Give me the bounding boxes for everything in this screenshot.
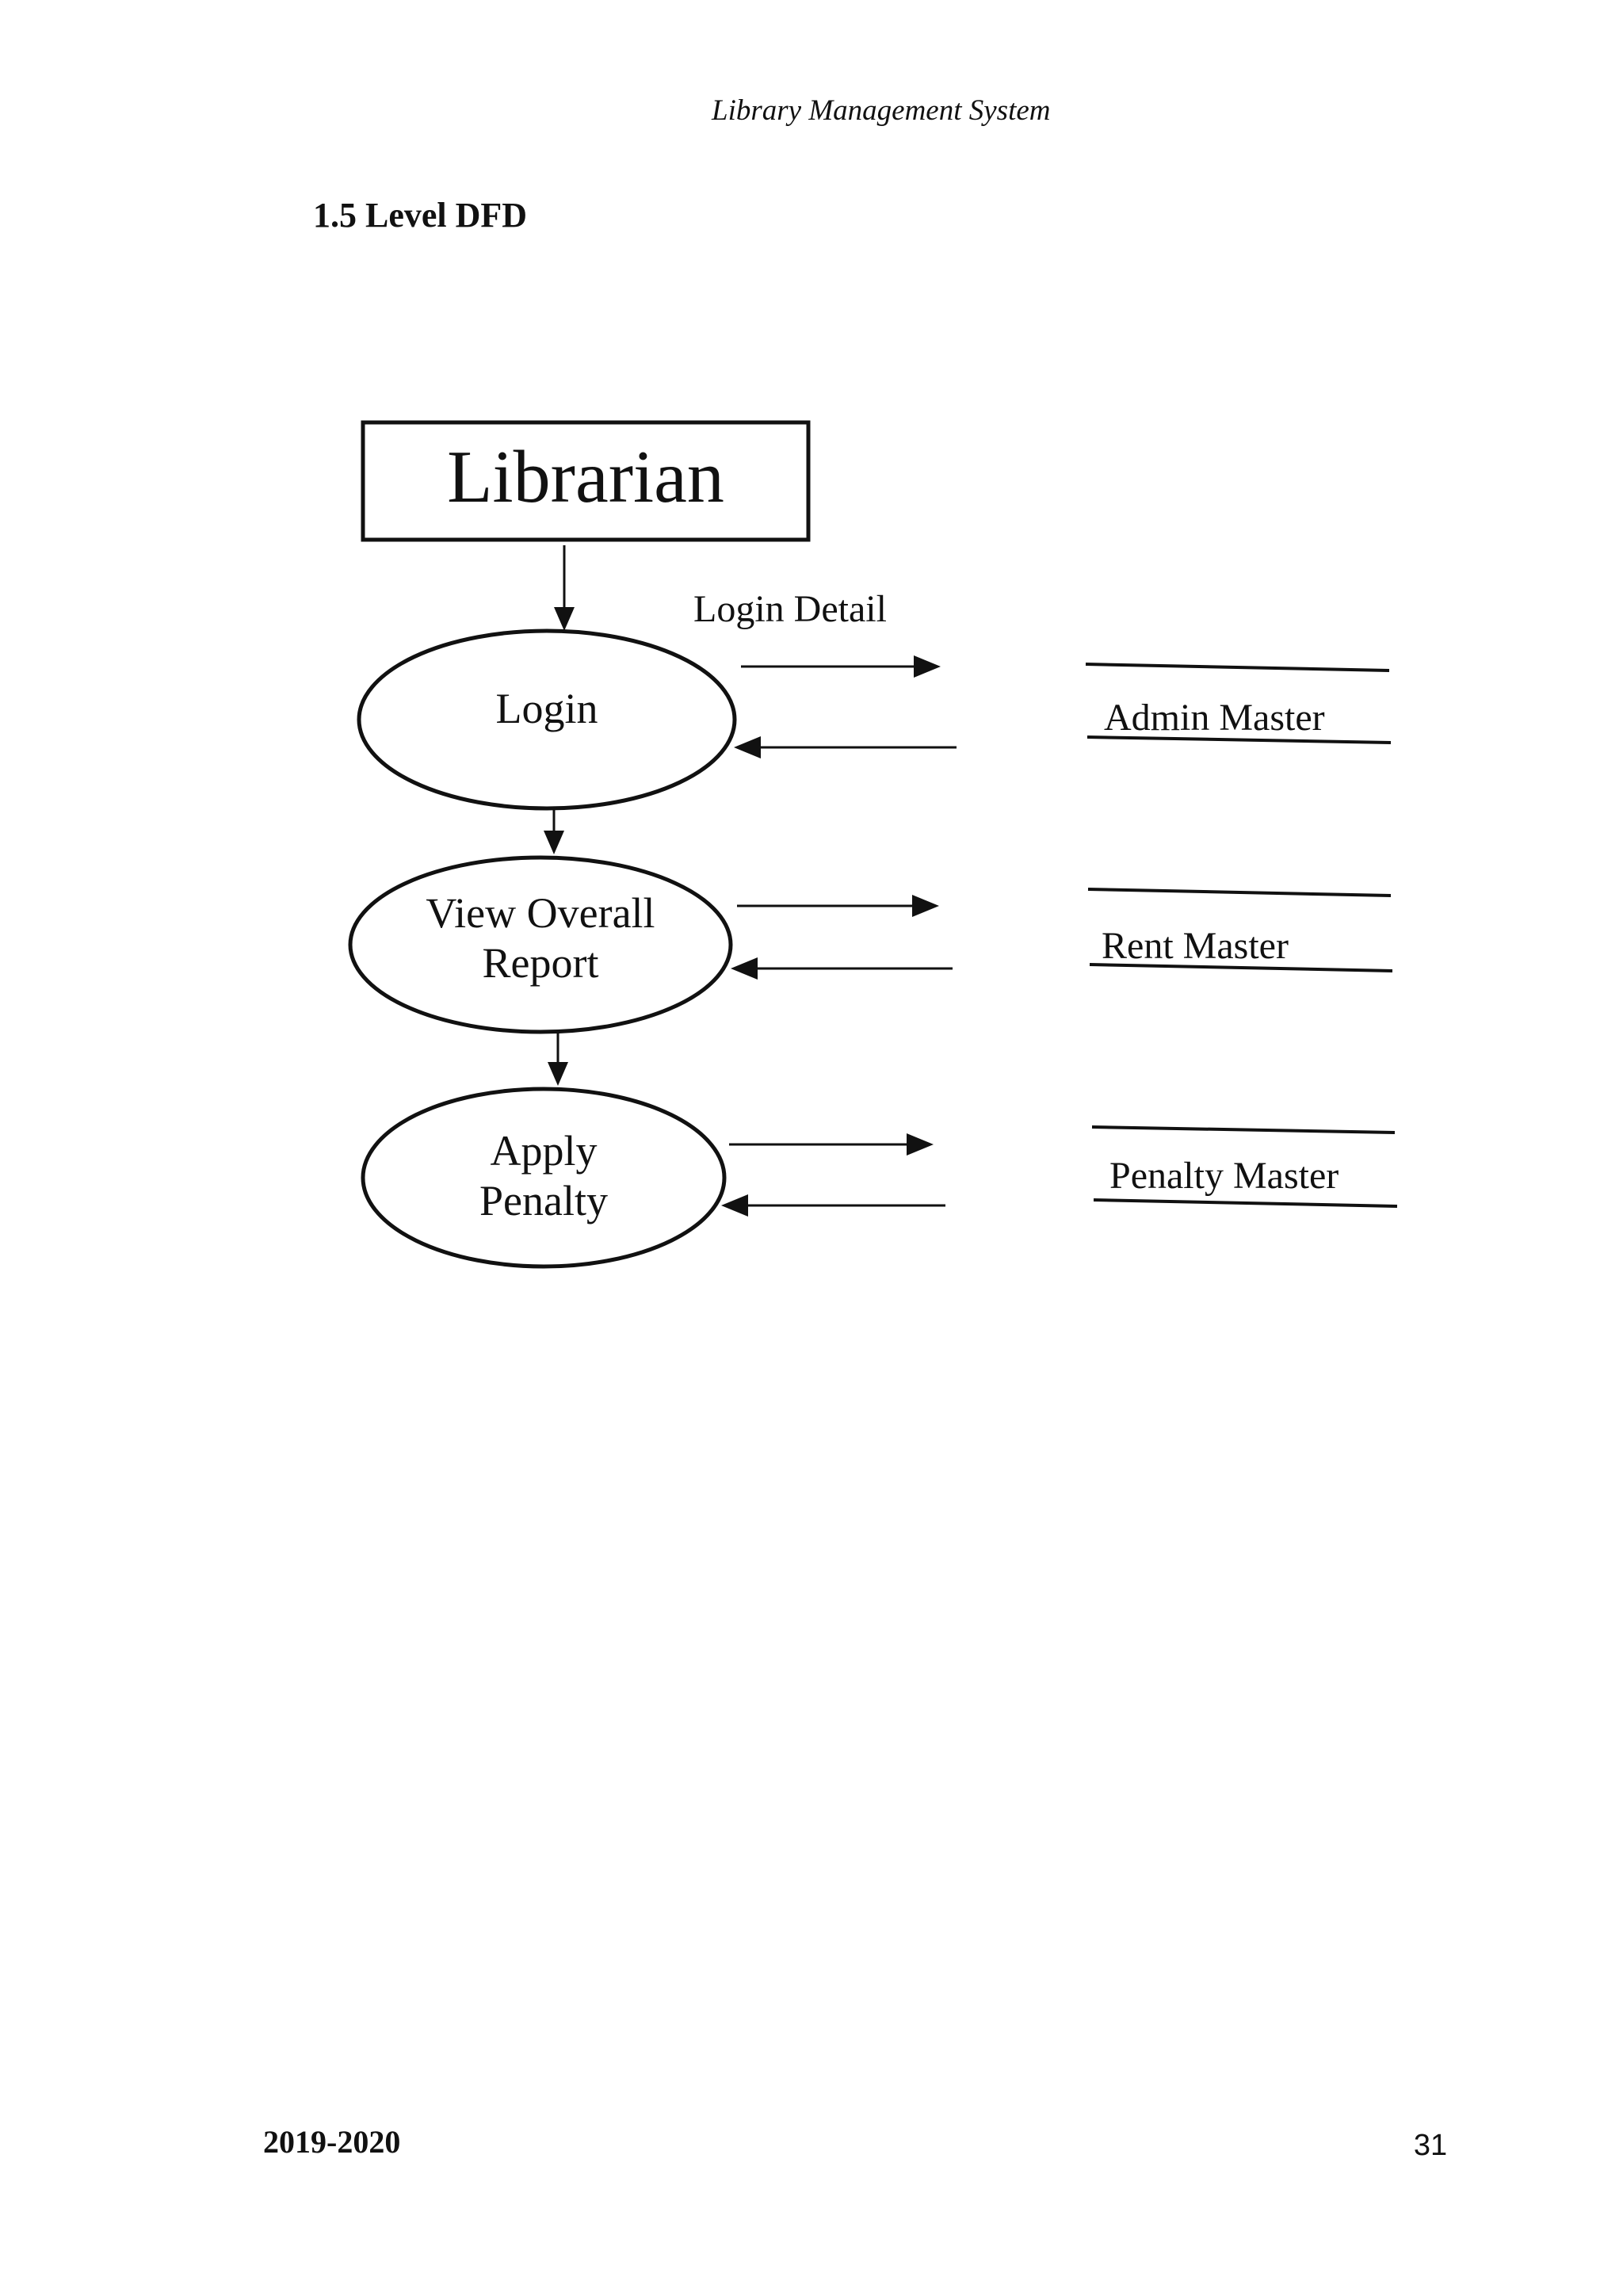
arrowhead-left-icon (721, 1194, 748, 1217)
flow-arrow-rent-master-to-report (731, 957, 953, 980)
flow-arrow-entity-to-login (554, 545, 575, 631)
arrowhead-down-icon (544, 831, 564, 854)
arrowhead-left-icon (731, 957, 758, 980)
section-heading: 1.5 Level DFD (313, 196, 528, 235)
arrowhead-down-icon (548, 1062, 568, 1086)
arrowhead-left-icon (734, 736, 761, 758)
flow-arrow-admin-master-to-login (734, 736, 957, 758)
flow-arrow-login-to-report (544, 808, 564, 854)
process-label-login: Login (359, 620, 735, 797)
process-ellipse-view-overall-report (348, 855, 733, 1034)
external-entity-label: Librarian (447, 436, 724, 518)
data-store-penalty-top-line (1091, 1125, 1396, 1134)
arrowhead-right-icon (912, 895, 939, 917)
process-ellipse-apply-penalty (361, 1087, 727, 1269)
external-entity-box (361, 420, 811, 542)
flow-arrow-penalty-master-to-penalty (721, 1194, 945, 1217)
process-label-line: Penalty (479, 1177, 608, 1224)
flow-arrow-report-to-penalty (548, 1032, 568, 1086)
process-label-line: Report (482, 939, 599, 987)
data-store-label-penalty-master: Penalty Master (1109, 1155, 1339, 1197)
data-store-rent-bottom-line (1089, 963, 1393, 972)
process-label-line: Login (495, 684, 598, 732)
arrowhead-down-icon (554, 607, 575, 631)
process-label-line: View Overall (426, 889, 655, 938)
page-header-title: Library Management System (712, 94, 1051, 127)
process-label-view-overall-report: View Overall Report (350, 851, 731, 1026)
data-store-penalty-bottom-line (1093, 1198, 1398, 1208)
data-store-label-rent-master: Rent Master (1102, 925, 1289, 967)
flow-arrow-penalty-to-penalty-master (729, 1133, 934, 1156)
process-label-line: Apply (490, 1127, 598, 1175)
data-store-rent-top-line (1087, 888, 1392, 897)
process-ellipse-login (357, 628, 737, 811)
arrowhead-right-icon (914, 655, 941, 678)
process-label-apply-penalty: Apply Penalty (363, 1087, 724, 1265)
arrowhead-right-icon (907, 1133, 934, 1156)
data-store-admin-bottom-line (1086, 735, 1392, 744)
flow-arrow-report-to-rent-master (737, 895, 939, 917)
page-number: 31 (1413, 2129, 1448, 2162)
flow-label-login-detail: Login Detail (693, 588, 887, 630)
data-store-admin-top-line (1085, 663, 1390, 672)
flow-arrow-login-to-admin-master (741, 655, 941, 678)
footer-academic-year: 2019-2020 (263, 2124, 401, 2160)
data-store-label-admin-master: Admin Master (1104, 697, 1325, 739)
